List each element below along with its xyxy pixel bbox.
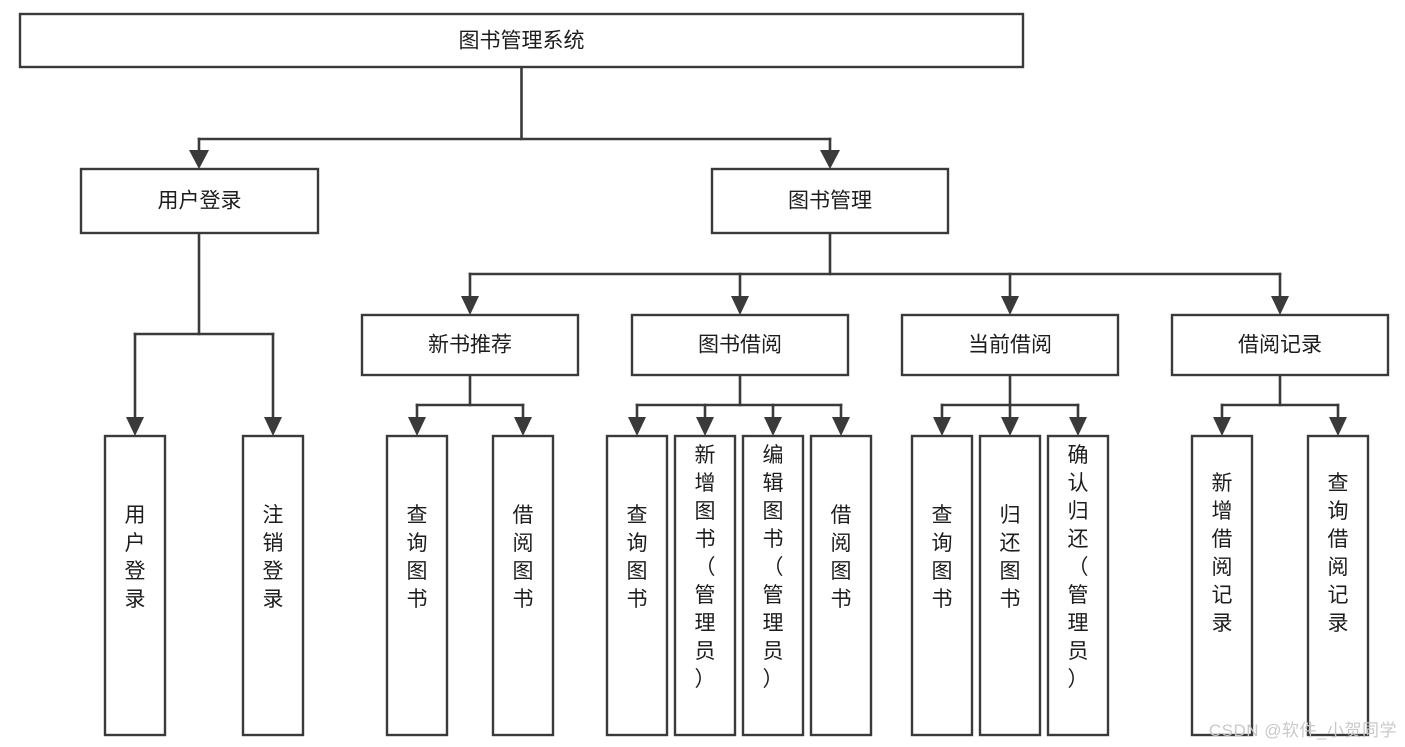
node-leaf-edit-book-label: 编辑图书（管理员）	[763, 444, 784, 691]
arrow-to-leaf-user-login	[126, 417, 144, 436]
node-leaf-return-book[interactable]: 归还图书	[978, 434, 1042, 737]
node-leaf-logout-label: 注销登录	[263, 504, 284, 611]
node-root-box[interactable]	[18, 12, 1025, 69]
arrow-to-leaf-query-record	[1329, 417, 1347, 436]
node-leaf-borrow-book-2[interactable]: 借阅图书	[809, 434, 873, 737]
node-book-borrow-box[interactable]	[630, 313, 850, 377]
node-leaf-return-book-label: 归还图书	[1000, 504, 1021, 611]
node-leaf-confirm-return-label: 确认归还（管理员）	[1068, 444, 1089, 691]
node-leaf-add-book[interactable]: 新增图书（管理员）	[673, 434, 737, 737]
arrow-to-user-login	[189, 150, 209, 169]
arrow-to-leaf-confirm-return	[1069, 417, 1087, 436]
arrow-to-leaf-borrow-book-1	[514, 417, 532, 436]
node-leaf-edit-book[interactable]: 编辑图书（管理员）	[741, 434, 805, 737]
node-leaf-add-record-label: 新增借阅记录	[1212, 472, 1233, 635]
arrow-to-leaf-query-book-2	[628, 417, 646, 436]
node-leaf-query-book-3[interactable]: 查询图书	[910, 434, 974, 737]
node-leaf-user-login[interactable]: 用户登录	[103, 434, 167, 737]
node-leaf-borrow-book-1[interactable]: 借阅图书	[491, 434, 555, 737]
node-leaf-query-record[interactable]: 查询借阅记录	[1306, 434, 1370, 737]
connector-layer	[126, 65, 1347, 436]
node-leaf-borrow-book-1-label: 借阅图书	[513, 504, 534, 611]
arrow-to-book-borrow	[731, 296, 749, 315]
node-root-label: 图书管理系统	[459, 30, 585, 53]
arrow-to-leaf-borrow-book-2	[832, 417, 850, 436]
node-borrow-record-label: 借阅记录	[1238, 334, 1322, 357]
node-leaf-return-book-box[interactable]	[978, 434, 1042, 737]
node-book-borrow-label: 图书借阅	[698, 334, 782, 357]
node-leaf-query-book-1-label: 查询图书	[407, 504, 428, 611]
node-borrow-record[interactable]: 借阅记录	[1170, 313, 1390, 377]
arrow-to-leaf-return-book	[1001, 417, 1019, 436]
node-current-borrow[interactable]: 当前借阅	[900, 313, 1120, 377]
node-leaf-borrow-book-1-box[interactable]	[491, 434, 555, 737]
node-leaf-add-record-box[interactable]	[1190, 434, 1254, 737]
node-leaf-query-record-box[interactable]	[1306, 434, 1370, 737]
node-leaf-borrow-book-2-box[interactable]	[809, 434, 873, 737]
node-leaf-query-book-2-label: 查询图书	[627, 504, 648, 611]
node-leaf-user-login-label: 用户登录	[125, 504, 146, 611]
node-leaf-query-book-1-box[interactable]	[385, 434, 449, 737]
node-leaf-query-book-3-box[interactable]	[910, 434, 974, 737]
node-leaf-logout-box[interactable]	[241, 434, 305, 737]
node-leaf-confirm-return-box[interactable]	[1046, 434, 1110, 737]
node-leaf-query-book-2-box[interactable]	[605, 434, 669, 737]
arrow-to-leaf-query-book-3	[933, 417, 951, 436]
arrow-to-current-borrow	[1001, 296, 1019, 315]
node-user-login-label: 用户登录	[158, 190, 242, 213]
node-root[interactable]: 图书管理系统	[18, 12, 1025, 69]
node-leaf-edit-book-box[interactable]	[741, 434, 805, 737]
node-user-login[interactable]: 用户登录	[79, 167, 320, 235]
node-book-manage[interactable]: 图书管理	[710, 167, 950, 235]
node-leaf-add-book-box[interactable]	[673, 434, 737, 737]
node-leaf-confirm-return[interactable]: 确认归还（管理员）	[1046, 434, 1110, 737]
node-leaf-query-book-3-label: 查询图书	[932, 504, 953, 611]
arrow-to-new-book-recommend	[461, 296, 479, 315]
arrow-to-borrow-record	[1271, 296, 1289, 315]
node-book-borrow[interactable]: 图书借阅	[630, 313, 850, 377]
node-new-book-recommend[interactable]: 新书推荐	[360, 313, 580, 377]
arrow-to-leaf-query-book-1	[408, 417, 426, 436]
node-leaf-borrow-book-2-label: 借阅图书	[831, 504, 852, 611]
node-new-book-recommend-box[interactable]	[360, 313, 580, 377]
arrow-to-leaf-add-record	[1213, 417, 1231, 436]
node-leaf-logout[interactable]: 注销登录	[241, 434, 305, 737]
node-book-manage-box[interactable]	[710, 167, 950, 235]
node-leaf-query-book-2[interactable]: 查询图书	[605, 434, 669, 737]
arrow-to-leaf-logout	[264, 417, 282, 436]
node-leaf-add-book-label: 新增图书（管理员）	[695, 444, 716, 691]
node-book-manage-label: 图书管理	[788, 190, 872, 213]
arrow-to-leaf-add-book	[696, 417, 714, 436]
node-borrow-record-box[interactable]	[1170, 313, 1390, 377]
node-leaf-user-login-box[interactable]	[103, 434, 167, 737]
node-user-login-box[interactable]	[79, 167, 320, 235]
node-current-borrow-box[interactable]	[900, 313, 1120, 377]
node-new-book-recommend-label: 新书推荐	[428, 334, 512, 357]
node-leaf-query-record-label: 查询借阅记录	[1328, 472, 1349, 635]
arrow-to-book-manage	[820, 150, 840, 169]
node-current-borrow-label: 当前借阅	[968, 334, 1052, 357]
arrow-to-leaf-edit-book	[764, 417, 782, 436]
node-leaf-add-record[interactable]: 新增借阅记录	[1190, 434, 1254, 737]
node-leaf-query-book-1[interactable]: 查询图书	[385, 434, 449, 737]
